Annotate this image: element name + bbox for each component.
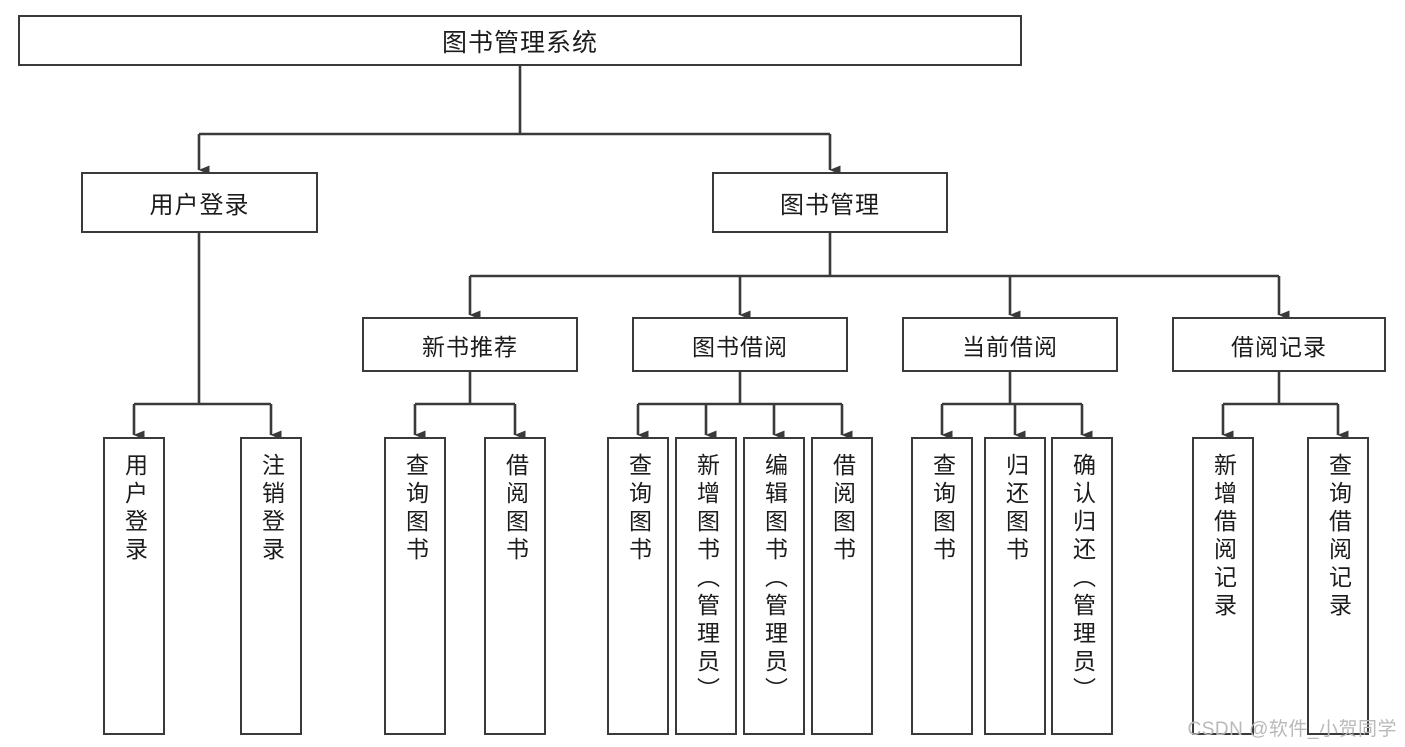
leaf-borrow-book[interactable]: 借阅图书 [811,437,873,735]
leaf-return-book[interactable]: 归还图书 [984,437,1046,735]
node-user-login[interactable]: 用户登录 [81,172,318,233]
leaf-query-borrow-record[interactable]: 查询借阅记录 [1307,437,1369,735]
node-new-book-recommend[interactable]: 新书推荐 [362,317,578,372]
node-book-borrow[interactable]: 图书借阅 [632,317,848,372]
leaf-user-logout-label: 注销登录 [258,453,285,565]
leaf-user-login[interactable]: 用户登录 [103,437,165,735]
node-borrow-record-label: 借阅记录 [1231,333,1327,360]
node-user-login-label: 用户登录 [149,192,250,219]
node-current-borrow[interactable]: 当前借阅 [902,317,1118,372]
leaf-add-borrow-record-label: 新增借阅记录 [1210,453,1237,621]
leaf-user-login-label: 用户登录 [121,453,148,565]
leaf-edit-book-admin-label: 编辑图书（管理员） [761,453,788,705]
leaf-query-book-borrow[interactable]: 查询图书 [607,437,669,735]
leaf-borrow-book-label: 借阅图书 [829,453,856,565]
leaf-borrow-book-recommend[interactable]: 借阅图书 [484,437,546,735]
leaf-borrow-book-recommend-label: 借阅图书 [502,453,529,565]
leaf-return-book-label: 归还图书 [1002,453,1029,565]
leaf-query-book-recommend-label: 查询图书 [402,453,429,565]
leaf-query-book-current[interactable]: 查询图书 [911,437,973,735]
node-book-manage-label: 图书管理 [780,192,880,219]
node-borrow-record[interactable]: 借阅记录 [1172,317,1386,372]
node-book-borrow-label: 图书借阅 [692,333,788,360]
leaf-query-book-recommend[interactable]: 查询图书 [384,437,446,735]
leaf-add-borrow-record[interactable]: 新增借阅记录 [1192,437,1254,735]
leaf-user-logout[interactable]: 注销登录 [240,437,302,735]
node-new-book-recommend-label: 新书推荐 [422,333,518,360]
leaf-query-book-borrow-label: 查询图书 [625,453,652,565]
leaf-edit-book-admin[interactable]: 编辑图书（管理员） [743,437,805,735]
leaf-add-book-admin-label: 新增图书（管理员） [693,453,720,705]
node-root-label: 图书管理系统 [441,28,598,57]
csdn-watermark: CSDN @软件_小贺同学 [1187,719,1397,740]
leaf-confirm-return-admin[interactable]: 确认归还（管理员） [1051,437,1113,735]
leaf-query-book-current-label: 查询图书 [929,453,956,565]
leaf-confirm-return-admin-label: 确认归还（管理员） [1069,453,1096,705]
leaf-add-book-admin[interactable]: 新增图书（管理员） [675,437,737,735]
node-book-manage[interactable]: 图书管理 [712,172,948,233]
node-root-system[interactable]: 图书管理系统 [18,15,1022,66]
node-current-borrow-label: 当前借阅 [962,333,1058,360]
leaf-query-borrow-record-label: 查询借阅记录 [1325,453,1352,621]
